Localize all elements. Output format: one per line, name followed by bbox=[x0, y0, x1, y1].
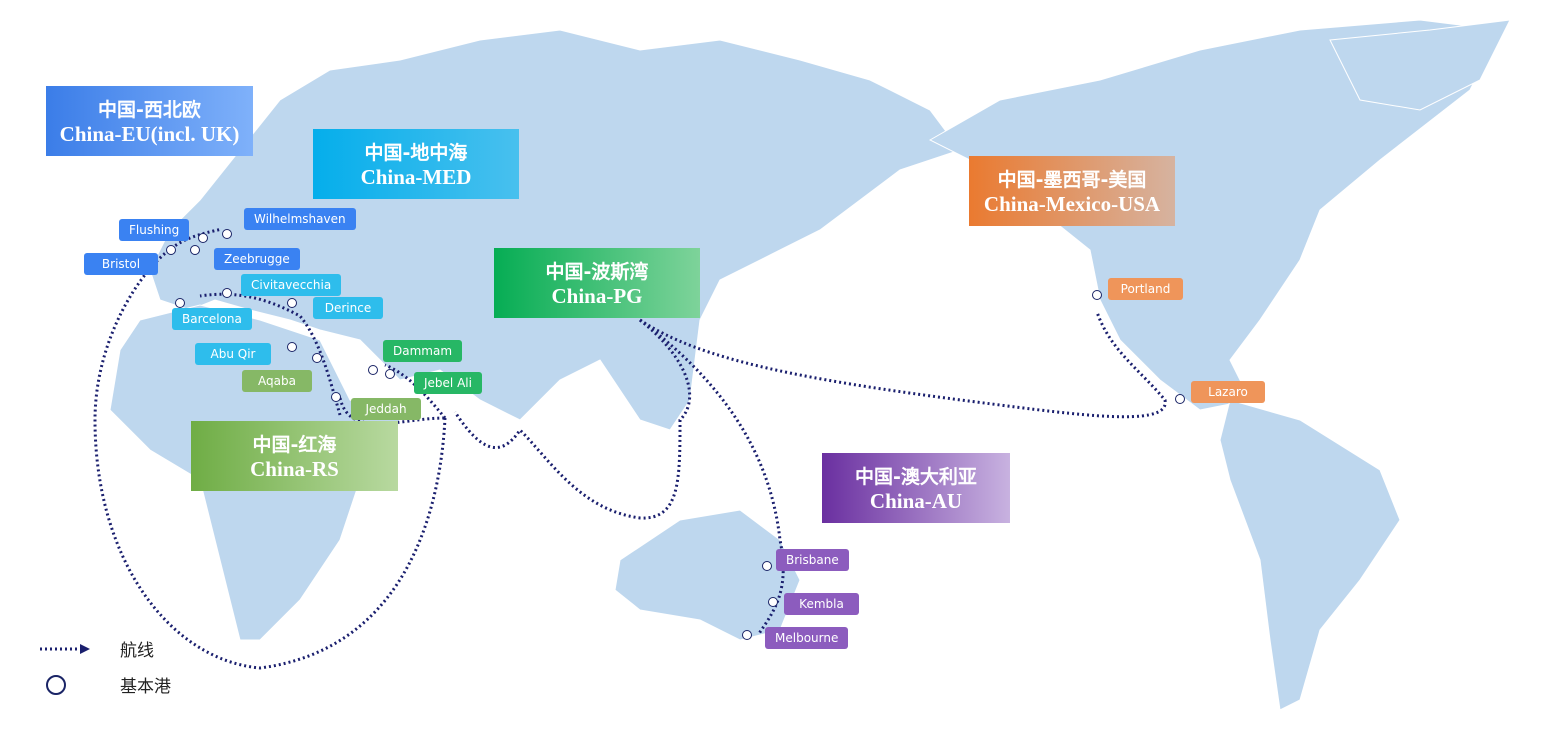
route-line-icon bbox=[40, 643, 90, 654]
port-melbourne[interactable]: Melbourne bbox=[765, 627, 849, 649]
legend-port: 基本港 bbox=[40, 672, 171, 697]
port-circle-icon bbox=[46, 674, 66, 695]
port-marker bbox=[198, 233, 208, 243]
port-marker bbox=[175, 298, 185, 308]
port-marker bbox=[331, 392, 341, 402]
port-marker bbox=[312, 353, 322, 363]
landmass-north-america bbox=[928, 19, 1501, 411]
port-portland[interactable]: Portland bbox=[1108, 278, 1183, 300]
route-pg bbox=[453, 318, 692, 520]
legend-route: 航线 bbox=[40, 636, 154, 661]
port-brisbane[interactable]: Brisbane bbox=[776, 549, 849, 571]
port-marker bbox=[166, 245, 176, 255]
port-marker bbox=[768, 597, 778, 607]
landmass-greenland bbox=[1329, 19, 1511, 111]
port-civitavecchia[interactable]: Civitavecchia bbox=[241, 274, 342, 296]
port-marker bbox=[287, 298, 297, 308]
port-wilhelmshaven[interactable]: Wilhelmshaven bbox=[244, 208, 356, 230]
port-barcelona[interactable]: Barcelona bbox=[172, 308, 252, 330]
port-dammam[interactable]: Dammam bbox=[383, 340, 463, 362]
port-kembla[interactable]: Kembla bbox=[784, 593, 859, 615]
port-marker bbox=[222, 229, 232, 239]
port-marker bbox=[762, 561, 772, 571]
port-marker bbox=[1092, 290, 1102, 300]
port-marker bbox=[368, 365, 378, 375]
port-aqaba[interactable]: Aqaba bbox=[242, 370, 312, 392]
port-bristol[interactable]: Bristol bbox=[84, 253, 158, 275]
port-flushing[interactable]: Flushing bbox=[119, 219, 190, 241]
port-derince[interactable]: Derince bbox=[313, 297, 383, 319]
port-marker bbox=[1175, 394, 1185, 404]
port-marker bbox=[385, 369, 395, 379]
port-marker bbox=[287, 342, 297, 352]
port-lazaro[interactable]: Lazaro bbox=[1191, 381, 1265, 403]
port-jebel-ali[interactable]: Jebel Ali bbox=[414, 372, 482, 394]
landmass-south-america bbox=[1219, 399, 1401, 711]
route-usa bbox=[639, 311, 1167, 419]
port-zeebrugge[interactable]: Zeebrugge bbox=[214, 248, 300, 270]
port-jeddah[interactable]: Jeddah bbox=[351, 398, 421, 420]
port-marker bbox=[222, 288, 232, 298]
port-marker bbox=[190, 245, 200, 255]
landmass-australia bbox=[614, 509, 801, 641]
port-marker bbox=[742, 630, 752, 640]
port-abu-qir[interactable]: Abu Qir bbox=[195, 343, 271, 365]
